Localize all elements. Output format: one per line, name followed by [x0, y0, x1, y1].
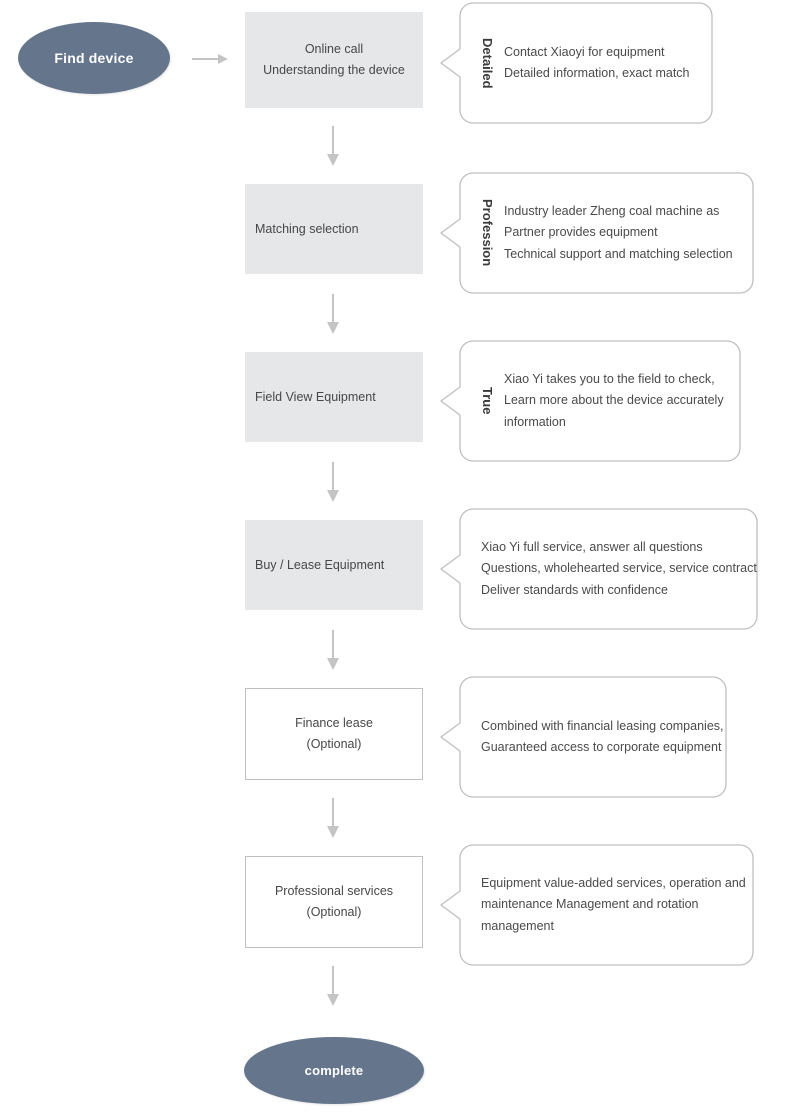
callout-line: maintenance Management and rotation	[481, 897, 699, 912]
callout-text: Xiao Yi takes you to the field to check,…	[504, 369, 724, 434]
process-box-step-1[interactable]: Online call Understanding the device	[245, 12, 423, 108]
callout-vertical-label: Profession	[480, 199, 495, 267]
process-box-step-6[interactable]: Professional services (Optional)	[245, 856, 423, 948]
arrow-down-icon	[322, 630, 344, 670]
callout-text: Equipment value-added services, operatio…	[481, 873, 746, 938]
callout-line: Questions, wholehearted service, service…	[481, 561, 757, 576]
callout-bubble-1[interactable]: Detailed Contact Xiaoyi for equipment De…	[440, 2, 713, 124]
callout-line: Xiao Yi full service, answer all questio…	[481, 539, 703, 554]
arrow-down-icon	[322, 966, 344, 1006]
callout-bubble-4[interactable]: Xiao Yi full service, answer all questio…	[440, 508, 758, 630]
callout-line: information	[504, 414, 566, 429]
callout-shape	[440, 676, 727, 798]
process-line: Online call	[304, 42, 364, 57]
callout-line: Partner provides equipment	[504, 225, 658, 240]
process-box-step-5[interactable]: Finance lease (Optional)	[245, 688, 423, 780]
end-terminator-label: complete	[304, 1063, 364, 1078]
callout-line: Xiao Yi takes you to the field to check,	[504, 371, 715, 386]
process-line: Professional services	[274, 884, 394, 899]
callout-shape	[440, 340, 741, 462]
callout-line: management	[481, 918, 554, 933]
callout-line: Deliver standards with confidence	[481, 582, 668, 597]
callout-text: Combined with financial leasing companie…	[481, 716, 724, 759]
callout-line: Equipment value-added services, operatio…	[481, 875, 746, 890]
callout-shape	[440, 508, 758, 630]
callout-text: Xiao Yi full service, answer all questio…	[481, 537, 757, 602]
callout-bubble-2[interactable]: Profession Industry leader Zheng coal ma…	[440, 172, 754, 294]
process-line: Matching selection	[255, 221, 359, 236]
process-line: (Optional)	[306, 737, 362, 751]
callout-line: Industry leader Zheng coal machine as	[504, 203, 720, 218]
arrow-down-icon	[322, 462, 344, 502]
callout-shape	[440, 844, 754, 966]
callout-vertical-label: True	[480, 387, 495, 415]
callout-vertical-label: Detailed	[480, 37, 495, 89]
callout-text: Industry leader Zheng coal machine as Pa…	[504, 201, 733, 266]
callout-shape	[440, 172, 754, 294]
end-terminator[interactable]: complete	[244, 1037, 424, 1104]
arrow-down-icon	[322, 126, 344, 166]
callout-line: Guaranteed access to corporate equipment	[481, 740, 722, 754]
process-line: (Optional)	[306, 905, 362, 919]
process-box-step-4[interactable]: Buy / Lease Equipment	[245, 520, 423, 610]
process-line: Field View Equipment	[255, 389, 376, 404]
callout-line: Detailed information, exact match	[504, 66, 690, 80]
callout-bubble-5[interactable]: Combined with financial leasing companie…	[440, 676, 727, 798]
callout-bubble-6[interactable]: Equipment value-added services, operatio…	[440, 844, 754, 966]
callout-shape	[440, 2, 713, 124]
arrow-down-icon	[322, 294, 344, 334]
process-line: Understanding the device	[263, 63, 405, 77]
callout-bubble-3[interactable]: True Xiao Yi takes you to the field to c…	[440, 340, 741, 462]
process-box-step-3[interactable]: Field View Equipment	[245, 352, 423, 442]
start-terminator[interactable]: Find device	[18, 22, 170, 94]
callout-line: Combined with financial leasing companie…	[481, 718, 724, 733]
callout-text: Contact Xiaoyi for equipment Detailed in…	[504, 42, 690, 85]
process-line: Buy / Lease Equipment	[255, 557, 385, 572]
callout-line: Contact Xiaoyi for equipment	[504, 44, 665, 59]
arrow-right-icon	[192, 52, 228, 66]
process-box-step-2[interactable]: Matching selection	[245, 184, 423, 274]
process-line: Finance lease	[295, 716, 373, 731]
callout-line: Learn more about the device accurately	[504, 393, 724, 408]
start-terminator-label: Find device	[54, 50, 134, 66]
arrow-down-icon	[322, 798, 344, 838]
callout-line: Technical support and matching selection	[504, 246, 733, 261]
